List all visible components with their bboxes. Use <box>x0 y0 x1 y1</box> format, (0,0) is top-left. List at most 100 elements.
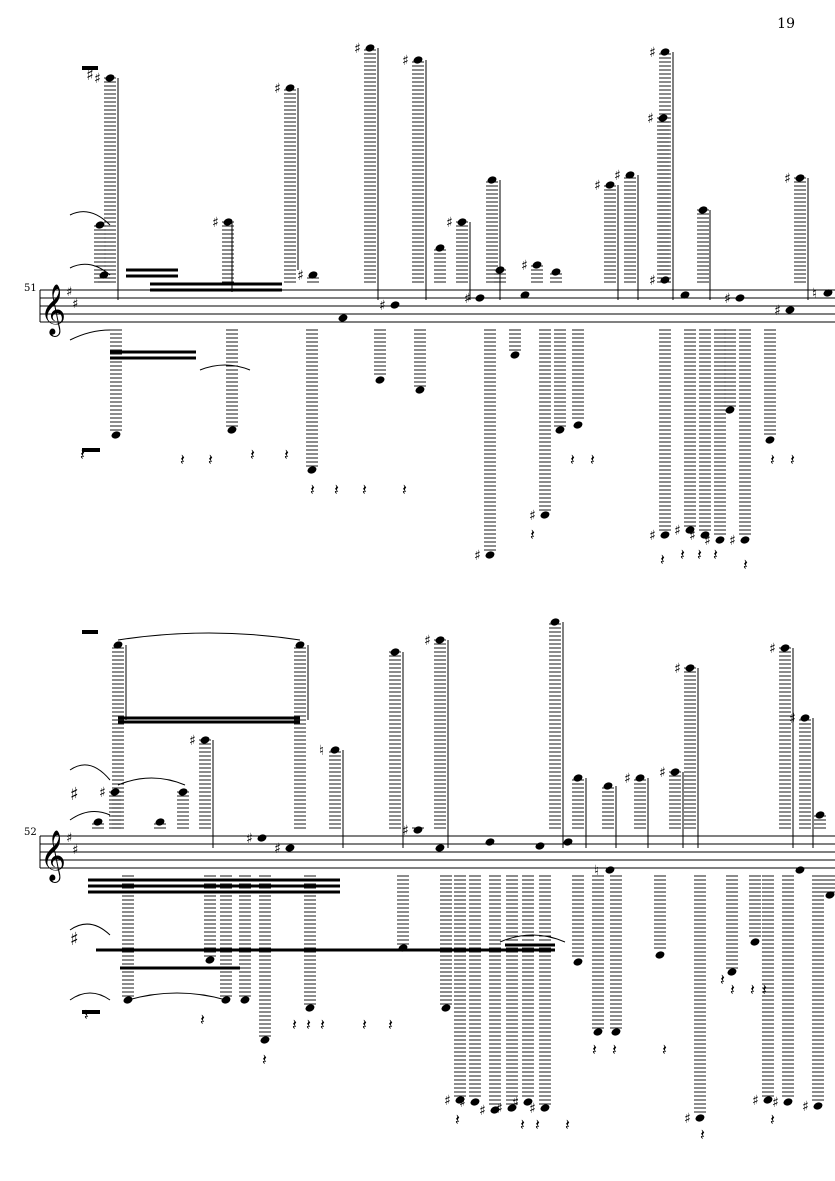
notehead <box>390 301 400 309</box>
notehead <box>308 271 318 279</box>
sharp-icon: ♯ <box>402 53 409 69</box>
notehead <box>611 1028 621 1036</box>
notehead <box>735 294 745 302</box>
natural-icon: ♮ <box>319 743 324 759</box>
notehead <box>95 221 105 229</box>
key-signature-sharp-icon: ♯ <box>72 297 78 312</box>
quarter-rest-icon: 𝄽 <box>697 545 702 564</box>
notehead <box>660 48 670 56</box>
quarter-rest-icon: 𝄽 <box>612 1040 617 1059</box>
quarter-rest-icon: 𝄽 <box>284 445 289 464</box>
sharp-icon: ♯ <box>624 771 631 787</box>
slur <box>69 764 111 781</box>
notehead <box>470 1098 480 1106</box>
quarter-rest-icon: 𝄽 <box>750 980 755 999</box>
notehead <box>573 958 583 966</box>
staff-system-52: 𝄞♯♯ <box>39 830 835 883</box>
notehead <box>660 276 670 284</box>
quarter-rest-icon: 𝄽 <box>680 545 685 564</box>
notehead <box>605 181 615 189</box>
sharp-icon: ♯ <box>274 81 281 97</box>
sharp-icon: ♯ <box>446 215 453 231</box>
whole-rest <box>82 1010 100 1014</box>
notehead <box>475 294 485 302</box>
sharp-icon: ♯ <box>649 45 656 61</box>
notehead <box>111 431 121 439</box>
sharp-icon: ♯ <box>689 528 696 544</box>
notehead <box>520 291 530 299</box>
notehead <box>330 746 340 754</box>
notehead <box>823 289 833 297</box>
notehead <box>535 842 545 850</box>
notehead <box>487 176 497 184</box>
quarter-rest-icon: 𝄽 <box>700 1125 705 1144</box>
notehead <box>413 56 423 64</box>
quarter-rest-icon: 𝄽 <box>770 1110 775 1129</box>
slur <box>69 992 111 1001</box>
notehead <box>305 1004 315 1012</box>
notehead <box>725 406 735 414</box>
quarter-rest-icon: 𝄽 <box>334 480 339 499</box>
quarter-rest-icon: 𝄽 <box>570 450 575 469</box>
sharp-icon: ♯ <box>189 733 196 749</box>
slur <box>127 992 227 1001</box>
sharp-icon: ♯ <box>649 528 656 544</box>
sharp-icon: ♯ <box>70 929 79 950</box>
quarter-rest-icon: 𝄽 <box>402 480 407 499</box>
quarter-rest-icon: 𝄽 <box>80 445 85 464</box>
beams-layer <box>69 211 566 1001</box>
whole-rest <box>82 66 98 70</box>
notehead <box>295 641 305 649</box>
notehead <box>573 774 583 782</box>
notehead <box>455 1096 465 1104</box>
notehead <box>685 526 695 534</box>
sharp-icon: ♯ <box>94 71 101 87</box>
quarter-rest-icon: 𝄽 <box>84 1005 89 1024</box>
notehead <box>573 421 583 429</box>
slur <box>69 810 111 821</box>
sharp-icon: ♯ <box>212 215 219 231</box>
natural-icon: ♮ <box>812 286 817 302</box>
notehead <box>727 968 737 976</box>
quarter-rest-icon: 𝄽 <box>590 450 595 469</box>
sharp-icon: ♯ <box>274 841 281 857</box>
sharp-icon: ♯ <box>659 765 666 781</box>
sharp-icon: ♯ <box>724 291 731 307</box>
notehead <box>93 818 103 826</box>
notehead <box>285 84 295 92</box>
quarter-rest-icon: 𝄽 <box>743 555 748 574</box>
quarter-rest-icon: 𝄽 <box>292 1015 297 1034</box>
notehead <box>660 531 670 539</box>
notehead <box>695 1114 705 1122</box>
notehead <box>485 838 495 846</box>
sharp-icon: ♯ <box>496 1101 503 1117</box>
sharp-icon: ♯ <box>729 533 736 549</box>
notehead <box>825 891 835 899</box>
quarter-rest-icon: 𝄽 <box>362 480 367 499</box>
notehead <box>155 818 165 826</box>
sharp-icon: ♯ <box>529 508 536 524</box>
sharp-icon: ♯ <box>774 303 781 319</box>
notehead <box>375 376 385 384</box>
notehead <box>765 436 775 444</box>
notehead <box>113 641 123 649</box>
sharp-icon: ♯ <box>474 548 481 564</box>
quarter-rest-icon: 𝄽 <box>250 445 255 464</box>
sharp-icon: ♯ <box>789 711 796 727</box>
notehead <box>413 826 423 834</box>
notehead <box>523 1098 533 1106</box>
sharp-icon: ♯ <box>614 168 621 184</box>
quarter-rest-icon: 𝄽 <box>720 970 725 989</box>
sharp-icon: ♯ <box>647 111 654 127</box>
natural-icon: ♮ <box>594 863 599 879</box>
notehead <box>593 1028 603 1036</box>
notehead <box>750 938 760 946</box>
notehead <box>783 1098 793 1106</box>
sharp-icon: ♯ <box>684 1111 691 1127</box>
notehead <box>603 782 613 790</box>
notehead <box>507 1104 517 1112</box>
notehead <box>257 834 267 842</box>
notehead <box>532 261 542 269</box>
quarter-rest-icon: 𝄽 <box>208 450 213 469</box>
quarter-rest-icon: 𝄽 <box>535 1115 540 1134</box>
